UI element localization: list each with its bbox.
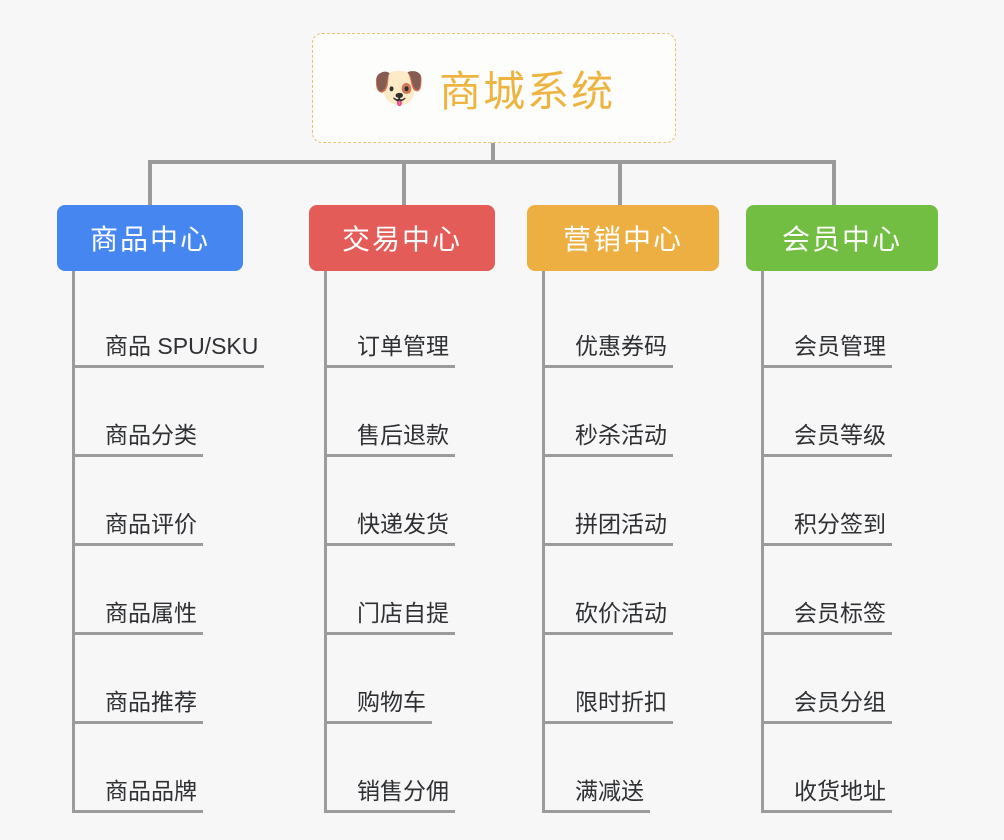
category-header-3[interactable]: 会员中心 bbox=[746, 205, 938, 271]
leaf-item-label: 限时折扣 bbox=[545, 689, 673, 724]
leaf-item-label: 砍价活动 bbox=[545, 600, 673, 635]
leaf-item-label: 会员等级 bbox=[764, 422, 892, 457]
root-node[interactable]: 🐶 商城系统 bbox=[312, 33, 676, 143]
leaf-item[interactable]: 商品属性 bbox=[75, 546, 277, 635]
leaf-item-label: 优惠券码 bbox=[545, 333, 673, 368]
leaf-item[interactable]: 商品推荐 bbox=[75, 635, 277, 724]
category-items-0: 商品 SPU/SKU 商品分类商品评价商品属性商品推荐商品品牌 bbox=[72, 271, 277, 813]
leaf-item-label: 会员分组 bbox=[764, 689, 892, 724]
leaf-item[interactable]: 砍价活动 bbox=[545, 546, 747, 635]
leaf-item[interactable]: 订单管理 bbox=[327, 279, 529, 368]
connector-drop-3 bbox=[832, 160, 836, 205]
leaf-item-label: 会员管理 bbox=[764, 333, 892, 368]
leaf-item[interactable]: 拼团活动 bbox=[545, 457, 747, 546]
shiba-dog-face-icon: 🐶 bbox=[372, 64, 426, 111]
leaf-item[interactable]: 商品品牌 bbox=[75, 724, 277, 813]
leaf-item-label: 会员标签 bbox=[764, 600, 892, 635]
category-header-1[interactable]: 交易中心 bbox=[309, 205, 495, 271]
category-header-0[interactable]: 商品中心 bbox=[57, 205, 243, 271]
leaf-item[interactable]: 会员标签 bbox=[764, 546, 966, 635]
leaf-item-label: 销售分佣 bbox=[327, 778, 455, 813]
leaf-item-label: 订单管理 bbox=[327, 333, 455, 368]
category-items-1: 订单管理售后退款快递发货门店自提购物车销售分佣 bbox=[324, 271, 529, 813]
category-column-2: 营销中心优惠券码秒杀活动拼团活动砍价活动限时折扣满减送 bbox=[527, 205, 747, 813]
category-column-0: 商品中心商品 SPU/SKU 商品分类商品评价商品属性商品推荐商品品牌 bbox=[57, 205, 277, 813]
leaf-item-label: 商品推荐 bbox=[75, 689, 203, 724]
leaf-item-label: 售后退款 bbox=[327, 422, 455, 457]
leaf-item-label: 商品属性 bbox=[75, 600, 203, 635]
leaf-item-label: 满减送 bbox=[545, 778, 650, 813]
leaf-item-label: 购物车 bbox=[327, 689, 432, 724]
category-items-2: 优惠券码秒杀活动拼团活动砍价活动限时折扣满减送 bbox=[542, 271, 747, 813]
leaf-item[interactable]: 满减送 bbox=[545, 724, 747, 813]
category-header-2[interactable]: 营销中心 bbox=[527, 205, 719, 271]
leaf-item[interactable]: 会员等级 bbox=[764, 368, 966, 457]
leaf-item[interactable]: 门店自提 bbox=[327, 546, 529, 635]
leaf-item[interactable]: 优惠券码 bbox=[545, 279, 747, 368]
leaf-item[interactable]: 限时折扣 bbox=[545, 635, 747, 724]
leaf-item[interactable]: 快递发货 bbox=[327, 457, 529, 546]
leaf-item[interactable]: 会员管理 bbox=[764, 279, 966, 368]
leaf-item-label: 积分签到 bbox=[764, 511, 892, 546]
leaf-item[interactable]: 商品分类 bbox=[75, 368, 277, 457]
category-items-3: 会员管理会员等级积分签到会员标签会员分组收货地址 bbox=[761, 271, 966, 813]
leaf-item-label: 快递发货 bbox=[327, 511, 455, 546]
leaf-item[interactable]: 收货地址 bbox=[764, 724, 966, 813]
category-column-3: 会员中心会员管理会员等级积分签到会员标签会员分组收货地址 bbox=[746, 205, 966, 813]
leaf-item-label: 收货地址 bbox=[764, 778, 892, 813]
connector-root-stem bbox=[491, 143, 495, 163]
leaf-item-label: 商品评价 bbox=[75, 511, 203, 546]
connector-horizontal-bus bbox=[148, 160, 836, 164]
leaf-item-label: 商品品牌 bbox=[75, 778, 203, 813]
leaf-item[interactable]: 售后退款 bbox=[327, 368, 529, 457]
connector-drop-1 bbox=[402, 160, 406, 205]
leaf-item-label: 门店自提 bbox=[327, 600, 455, 635]
leaf-item[interactable]: 购物车 bbox=[327, 635, 529, 724]
leaf-item-label: 商品分类 bbox=[75, 422, 203, 457]
category-column-1: 交易中心订单管理售后退款快递发货门店自提购物车销售分佣 bbox=[309, 205, 529, 813]
leaf-item-label: 拼团活动 bbox=[545, 511, 673, 546]
root-title: 商城系统 bbox=[439, 67, 616, 115]
leaf-item-label: 秒杀活动 bbox=[545, 422, 673, 457]
leaf-item[interactable]: 积分签到 bbox=[764, 457, 966, 546]
leaf-item[interactable]: 商品 SPU/SKU bbox=[75, 279, 277, 368]
connector-drop-2 bbox=[618, 160, 622, 205]
leaf-item[interactable]: 商品评价 bbox=[75, 457, 277, 546]
leaf-item[interactable]: 会员分组 bbox=[764, 635, 966, 724]
leaf-item-label: 商品 SPU/SKU bbox=[75, 333, 265, 368]
leaf-item[interactable]: 销售分佣 bbox=[327, 724, 529, 813]
connector-drop-0 bbox=[148, 160, 152, 205]
leaf-item[interactable]: 秒杀活动 bbox=[545, 368, 747, 457]
